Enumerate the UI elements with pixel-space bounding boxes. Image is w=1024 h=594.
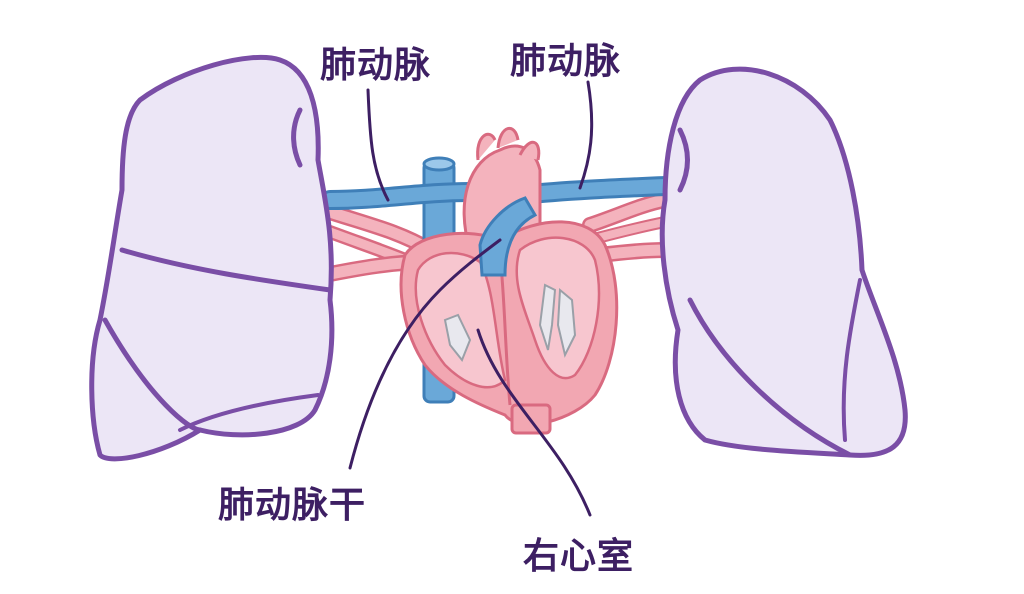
label-right-ventricle: 右心室	[523, 536, 635, 577]
label-pulmonary-trunk: 肺动脉干	[218, 485, 367, 526]
heart	[399, 196, 619, 435]
leader-line-rv	[476, 328, 592, 517]
leader-line-trunk	[348, 238, 502, 470]
right-lung	[659, 66, 908, 458]
label-pulmonary-artery-right: 肺动脉	[510, 41, 622, 82]
leader-line-pa-left	[366, 88, 390, 202]
leader-line-pa-right	[578, 80, 594, 190]
leader-lines	[348, 80, 594, 517]
label-pulmonary-artery-left: 肺动脉	[320, 45, 432, 86]
left-lung	[89, 54, 335, 462]
